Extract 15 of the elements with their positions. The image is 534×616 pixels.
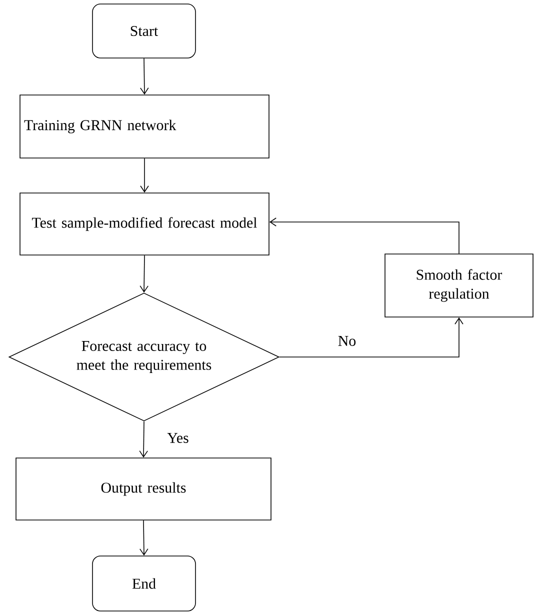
arrow — [139, 421, 148, 458]
arrow — [140, 255, 148, 293]
terminal-box: End — [92, 556, 196, 612]
arrow — [140, 58, 149, 95]
process-box: Output results — [16, 458, 272, 520]
terminal-box: Start — [92, 4, 196, 58]
process-box: Smooth factor regulation — [384, 254, 534, 318]
arrow — [269, 218, 460, 254]
edge-label: No — [336, 335, 358, 347]
arrow — [140, 520, 148, 556]
process-box: Training GRNN network — [20, 94, 270, 158]
arrow — [140, 158, 149, 193]
process-box: Test sample-modified forecast model — [20, 192, 270, 256]
arrow — [279, 317, 464, 358]
edge-label: Yes — [166, 432, 190, 444]
